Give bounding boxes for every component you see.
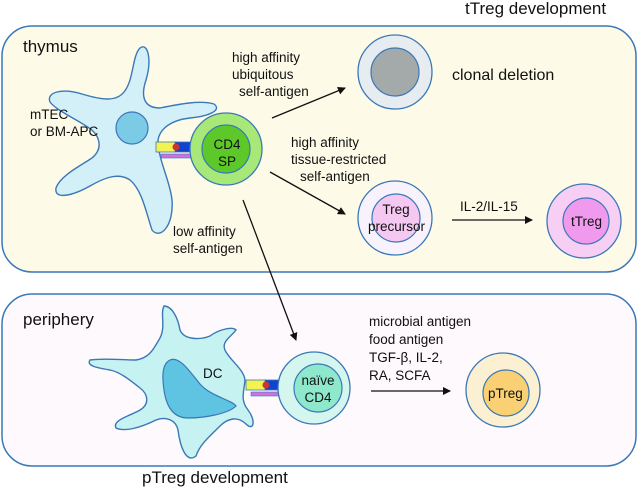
- mtec-label-1: mTEC: [30, 107, 69, 122]
- ptreg-label: pTreg: [488, 386, 523, 401]
- peripheral-label-3: TGF-β, IL-2,: [369, 350, 443, 365]
- arrow-low-affinity: [242, 199, 298, 341]
- cd4sp-label-2: SP: [217, 154, 236, 169]
- treg-precursor-label-2: precursor: [368, 219, 426, 234]
- ubiquitous-label-2: ubiquitous: [232, 67, 294, 82]
- ptreg-inner: [482, 369, 530, 417]
- dc-label: DC: [203, 366, 223, 381]
- peripheral-label-1: microbial antigen: [369, 314, 472, 329]
- tissue-label-2: tissue-restricted: [291, 152, 387, 167]
- mtec-nucleus: [115, 111, 149, 145]
- naive-cd4-label-2: CD4: [304, 390, 332, 405]
- ubiquitous-label-1: high affinity: [232, 50, 301, 65]
- peripheral-label-2: food antigen: [369, 332, 444, 347]
- thymus-label: thymus: [23, 37, 78, 56]
- arrow-ubiquitous: [271, 86, 346, 119]
- dc-nucleus: [162, 358, 237, 419]
- ttreg-inner: [562, 197, 610, 245]
- tcr-mhc-complex-thymus: [155, 141, 193, 159]
- low-affinity-label-2: self-antigen: [173, 241, 243, 256]
- low-affinity-label-1: low affinity: [173, 224, 236, 239]
- ptreg-development-caption: pTreg development: [142, 468, 288, 487]
- naive-cd4-inner: [293, 363, 343, 413]
- clonal-deletion-label: clonal deletion: [452, 67, 555, 84]
- arrow-tissue: [269, 171, 346, 215]
- tissue-label-1: high affinity: [291, 135, 360, 150]
- cd4sp-label-1: CD4: [213, 137, 241, 152]
- periphery-label: periphery: [23, 310, 94, 329]
- peripheral-label-4: RA, SCFA: [369, 368, 431, 383]
- mtec-label-2: or BM-APC: [30, 124, 99, 139]
- naive-cd4-label-1: naïve: [301, 373, 335, 388]
- ttreg-label: tTreg: [571, 214, 603, 229]
- treg-precursor-label-1: Treg: [382, 202, 410, 217]
- deleted-cell-inner: [370, 47, 420, 97]
- il2-il15-label: IL-2/IL-15: [460, 199, 518, 214]
- treg-precursor-inner: [371, 193, 421, 243]
- cd4sp-cell-inner: [201, 124, 251, 174]
- tissue-label-3: self-antigen: [300, 169, 370, 184]
- ttreg-development-caption: tTreg development: [465, 0, 607, 18]
- ubiquitous-label-3: self-antigen: [239, 84, 309, 99]
